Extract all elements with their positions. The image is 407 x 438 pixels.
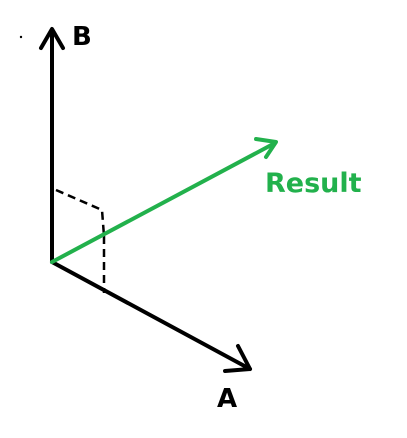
vector-result: [50, 137, 278, 264]
label-b: B: [72, 22, 92, 52]
vector-b-arrowhead: [39, 27, 65, 50]
vector-a: [50, 260, 252, 373]
vector-a-shaft: [50, 260, 252, 371]
vector-result-shaft: [50, 141, 277, 264]
vector-result-arrowhead: [254, 137, 278, 159]
projection-lines: [55, 188, 106, 293]
label-result: Result: [265, 168, 362, 199]
vector-b: [39, 27, 65, 264]
projection-to-b: [55, 188, 106, 237]
label-a: A: [217, 384, 237, 414]
vector-a-arrowhead: [223, 344, 252, 373]
stray-dot: [19, 35, 23, 39]
